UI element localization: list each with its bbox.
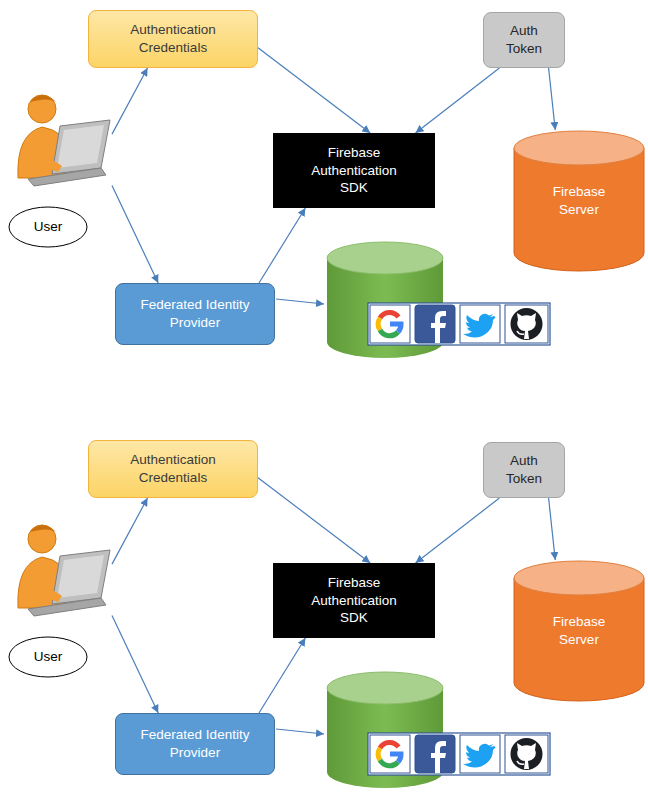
- node-label: Authentication Credentials: [115, 21, 231, 56]
- arrow-connector: [416, 68, 500, 133]
- arrow-connector: [112, 498, 148, 564]
- node-label: Auth Token: [499, 22, 549, 57]
- node-label: Auth Token: [499, 452, 549, 487]
- user-ellipse: User: [8, 92, 112, 248]
- node-label: Firebase Server: [539, 183, 619, 218]
- arrow-connector: [549, 68, 556, 130]
- provider-box: Federated Identity Provider: [115, 283, 275, 345]
- token-box: Auth Token: [483, 12, 565, 68]
- credentials-box: Authentication Credentials: [88, 440, 258, 498]
- arrow-connector: [112, 616, 158, 713]
- node-label: User: [8, 636, 88, 678]
- arrow-connector: [549, 498, 556, 560]
- arrow-connector: [416, 498, 500, 563]
- node-label: User: [8, 206, 88, 248]
- cylinder-outline: [513, 130, 645, 272]
- arrow-connector: [259, 638, 305, 713]
- arrow-connector: [258, 48, 370, 133]
- arrow-connector: [112, 68, 148, 134]
- node-label: Firebase Server: [539, 613, 619, 648]
- node-label: Firebase Authentication SDK: [302, 574, 406, 627]
- node-label: Federated Identity Provider: [133, 296, 257, 331]
- sdk-box: Firebase Authentication SDK: [273, 563, 435, 638]
- sdk-box: Firebase Authentication SDK: [273, 133, 435, 208]
- arrow-connector: [258, 478, 370, 563]
- provider-box: Federated Identity Provider: [115, 713, 275, 775]
- server-cylinder: Firebase Server: [513, 560, 645, 702]
- server-cylinder: Firebase Server: [513, 130, 645, 272]
- user-ellipse: User: [8, 522, 112, 678]
- node-label: Authentication Credentials: [115, 451, 231, 486]
- cylinder-outline: [513, 560, 645, 702]
- node-label: Federated Identity Provider: [133, 726, 257, 761]
- token-box: Auth Token: [483, 442, 565, 498]
- arrow-connector: [112, 186, 158, 283]
- node-label: Firebase Authentication SDK: [302, 144, 406, 197]
- credentials-box: Authentication Credentials: [88, 10, 258, 68]
- arrow-connector: [259, 208, 305, 283]
